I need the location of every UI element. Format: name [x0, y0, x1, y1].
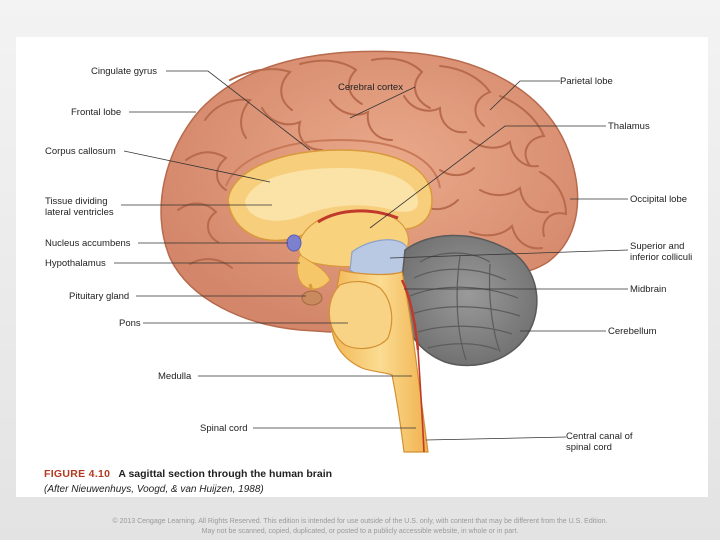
label-midbrain: Midbrain: [630, 284, 666, 295]
label-cerebellum: Cerebellum: [608, 326, 657, 337]
label-parietal-lobe: Parietal lobe: [560, 76, 613, 87]
central-canal: [417, 349, 425, 453]
figure-caption: FIGURE 4.10 A sagittal section through th…: [44, 468, 332, 480]
label-cerebral-cortex: Cerebral cortex: [338, 82, 403, 93]
leader-lines: [114, 70, 629, 441]
label-spinal-cord: Spinal cord: [200, 423, 248, 434]
fornix-red: [317, 209, 399, 224]
label-cingulate-gyrus: Cingulate gyrus: [91, 66, 157, 77]
label-hypothalamus: Hypothalamus: [45, 258, 106, 269]
label-pons: Pons: [119, 318, 141, 329]
nucleus-accumbens-shape: [286, 234, 302, 252]
label-pituitary-gland: Pituitary gland: [69, 291, 129, 302]
cingulate-band: [225, 138, 441, 189]
label-occipital-lobe: Occipital lobe: [630, 194, 687, 205]
label-central-canal-line2: spinal cord: [566, 442, 612, 453]
figure-number: FIGURE 4.10: [44, 468, 111, 480]
label-tissue-dividing-line1: Tissue dividing: [45, 196, 107, 207]
label-frontal-lobe: Frontal lobe: [71, 107, 121, 118]
pons-bulge: [328, 281, 393, 350]
label-colliculi-line2: inferior colliculi: [630, 252, 692, 263]
cerebellum-shape: [399, 234, 538, 367]
label-corpus-callosum: Corpus callosum: [45, 146, 116, 157]
label-tissue-dividing-line2: lateral ventricles: [45, 207, 114, 218]
copyright-line-2: May not be scanned, copied, duplicated, …: [201, 528, 519, 535]
label-nucleus-accumbens: Nucleus accumbens: [45, 238, 131, 249]
pituitary-gland-shape: [301, 290, 323, 306]
cerebellum-folia: [409, 252, 521, 361]
label-thalamus: Thalamus: [608, 121, 650, 132]
figure-title: A sagittal section through the human bra…: [118, 468, 333, 480]
label-medulla: Medulla: [158, 371, 192, 382]
label-colliculi-line1: Superior and: [630, 241, 684, 252]
copyright-line-1: © 2013 Cengage Learning. All Rights Rese…: [112, 518, 608, 525]
figure-credit: (After Nieuwenhuys, Voogd, & van Huijzen…: [44, 484, 264, 495]
corpus-callosum-inner: [245, 168, 418, 221]
label-central-canal-line1: Central canal of: [566, 431, 633, 442]
fourth-ventricle: [400, 279, 420, 351]
copyright-notice: © 2013 Cengage Learning. All Rights Rese…: [0, 517, 720, 537]
hypothalamus-shape: [296, 254, 331, 290]
sulci: [177, 57, 568, 269]
